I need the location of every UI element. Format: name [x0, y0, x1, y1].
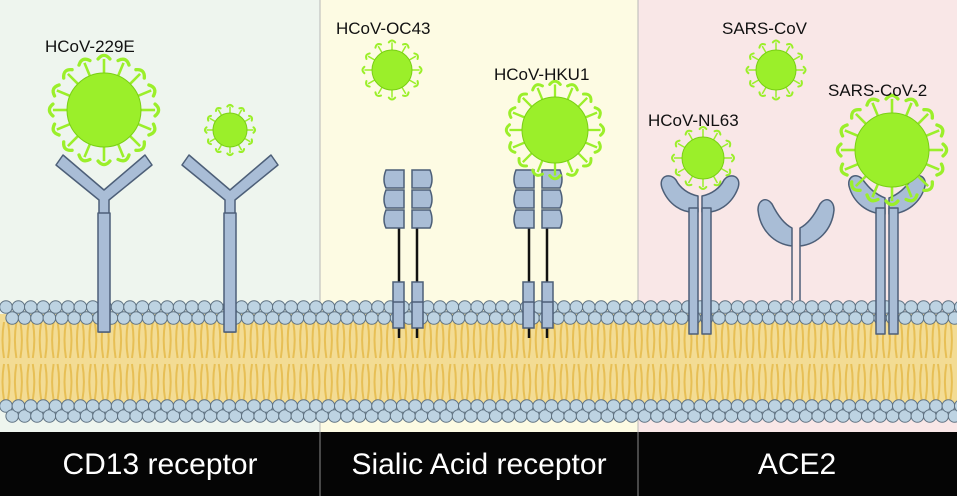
panel-label-ace2: ACE2: [758, 448, 836, 481]
virus-hcov-hku1: [504, 79, 606, 181]
ace2-receptor-nl63: [660, 175, 740, 335]
ace2-receptor-sars-cov: [757, 199, 835, 301]
label-sars-cov-2: SARS-CoV-2: [828, 81, 927, 100]
receptors: [55, 154, 926, 338]
label-sars-cov: SARS-CoV: [722, 19, 808, 38]
virus-hcov-nl63: [671, 126, 735, 190]
sialic-acid-receptor-hku1: [513, 169, 563, 338]
lipid-heads-inner: [0, 399, 957, 423]
label-hcov-229e: HCoV-229E: [45, 37, 135, 56]
label-hcov-nl63: HCoV-NL63: [648, 111, 739, 130]
virus-hcov-oc43: [361, 39, 423, 101]
cd13-receptor: [55, 154, 153, 333]
label-hcov-hku1: HCoV-HKU1: [494, 65, 589, 84]
sialic-acid-receptor-oc43: [383, 169, 433, 338]
cd13-receptor: [181, 154, 279, 333]
label-hcov-oc43: HCoV-OC43: [336, 19, 430, 38]
lipid-bilayer-membrane: [0, 300, 957, 423]
virus-sars-cov: [745, 39, 807, 101]
lipid-tails-outer: [0, 314, 957, 408]
lipid-tails-inner: [1, 363, 953, 401]
lipid-heads-outer: [0, 300, 957, 325]
viruses: [47, 39, 949, 207]
panel-label-sialic-acid: Sialic Acid receptor: [351, 448, 606, 481]
virus-unlabeled-cd13: [203, 103, 257, 157]
virus-hcov-229e: [47, 53, 161, 167]
panel-label-bar: [0, 432, 957, 496]
virus-sars-cov-2: [835, 93, 949, 207]
panel-label-cd13: CD13 receptor: [62, 448, 257, 481]
